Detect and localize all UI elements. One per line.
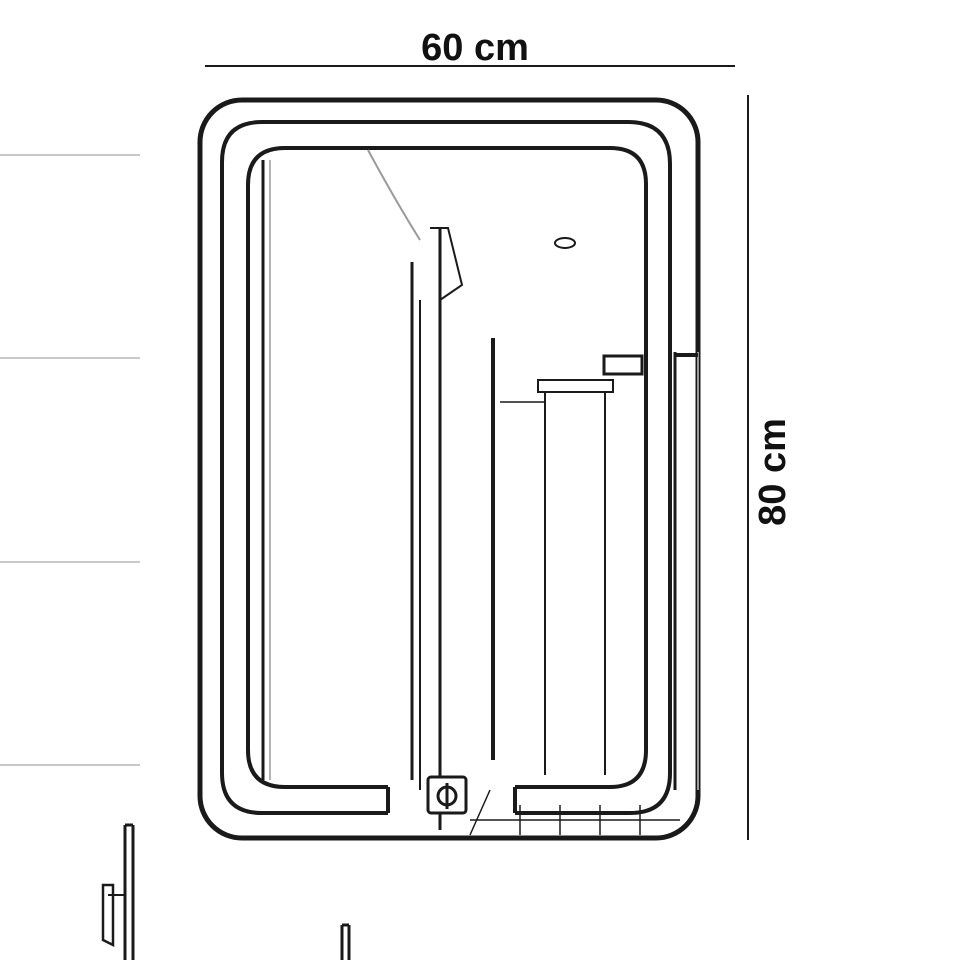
width-dimension: 60 cm — [205, 27, 735, 69]
mirror — [197, 97, 701, 841]
faucet — [101, 823, 351, 960]
wall-tiles — [0, 154, 140, 766]
power-touch-switch[interactable] — [426, 775, 468, 815]
height-dimension: 80 cm — [747, 95, 794, 840]
led-band-outer — [220, 120, 672, 815]
height-label: 80 cm — [752, 418, 794, 526]
led-band-inner — [246, 146, 648, 789]
power-touch-switch-icon — [436, 783, 458, 809]
reflection — [261, 149, 699, 836]
mirror-frame — [197, 97, 701, 841]
width-label: 60 cm — [421, 27, 529, 69]
